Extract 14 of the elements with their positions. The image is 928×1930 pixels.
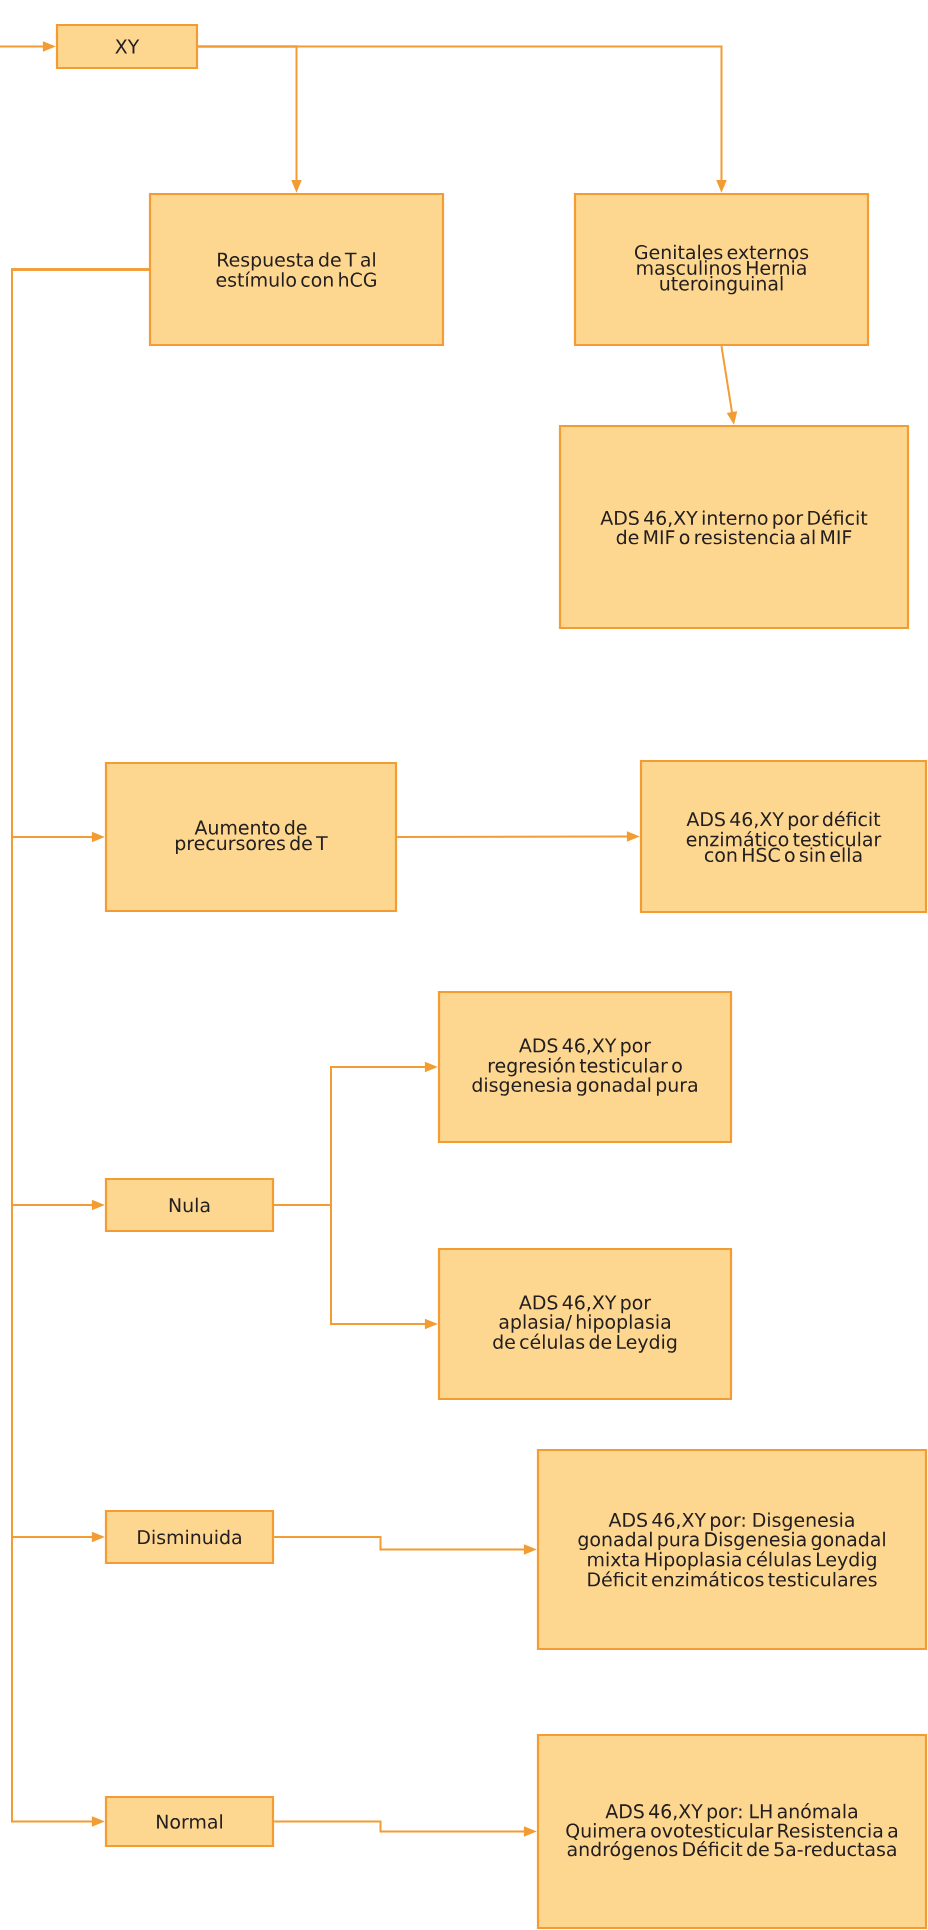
process-box: XY	[55, 23, 199, 70]
process-box: Genitales externos masculinos Hernia uteroinguinal	[573, 192, 870, 347]
arrow	[11, 268, 150, 1827]
process-box: Normal	[104, 1795, 275, 1848]
process-box: Respuesta de T al estímulo con hCG	[148, 192, 445, 347]
process-box: ADS 46,XY por regresión testicular o disgenesia gonadal pura	[437, 990, 733, 1144]
process-box: ADS 46,XY por déficit enzimático testicular con HSC o sin ella	[639, 759, 928, 914]
process-box: Disminuida	[104, 1509, 275, 1565]
process-box: Nula	[104, 1177, 275, 1233]
process-box: ADS 46,XY por: Disgenesia gonadal pura Disgenesia gonadal mixta Hipoplasia células Leydig Déficit enzimáticos testiculares	[536, 1448, 928, 1651]
process-box: Aumento de precursores de T	[104, 761, 398, 913]
process-box: ADS 46,XY por: LH anómala Quimera ovotesticular Resistencia a andrógenos Déficit de 5a-reductasa	[536, 1733, 928, 1930]
process-box: ADS 46,XY interno por Déficit de MIF o resistencia al MIF	[558, 424, 910, 630]
process-box: ADS 46,XY por aplasia/ hipoplasia de células de Leydig	[437, 1247, 733, 1401]
